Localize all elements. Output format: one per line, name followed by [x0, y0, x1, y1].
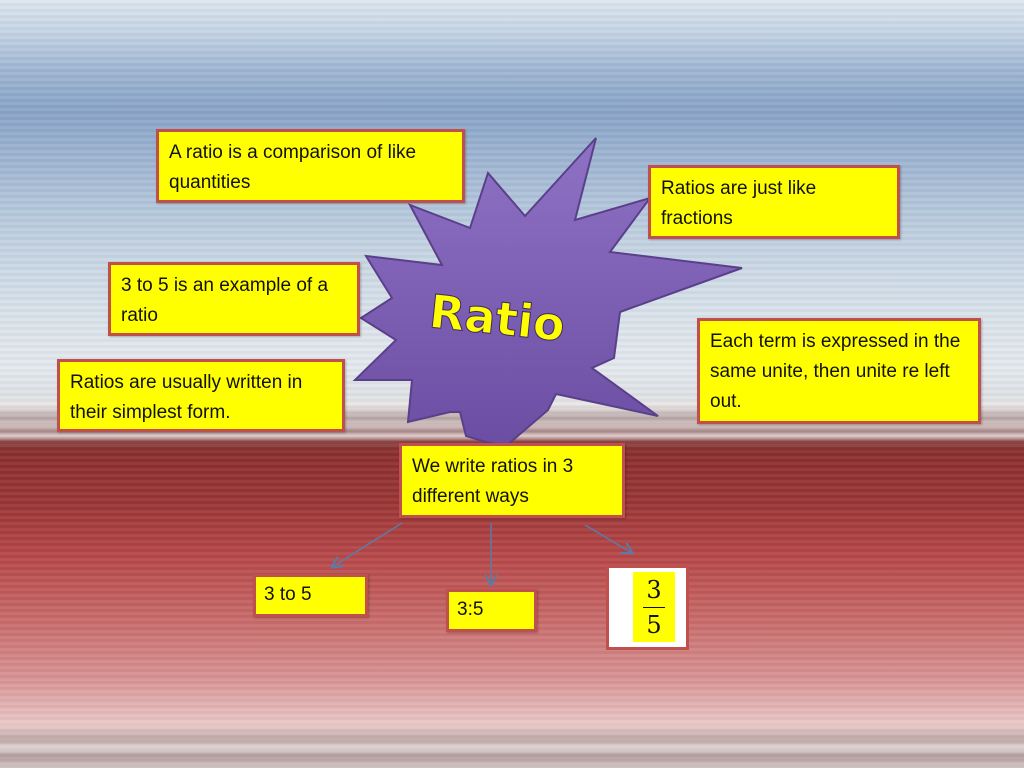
words-form-box: 3 to 5: [253, 574, 368, 617]
fraction-form-box: 3 5: [606, 565, 689, 650]
example-box: 3 to 5 is an example of a ratio: [108, 262, 360, 336]
starburst-shape: [352, 137, 743, 448]
comparison-text: A ratio is a comparison of like quantiti…: [169, 142, 417, 193]
fraction-bar: [643, 606, 665, 608]
simplest-form-box: Ratios are usually written in their simp…: [57, 359, 345, 432]
fractions-text: Ratios are just like fractions: [661, 178, 817, 229]
fraction-denominator: 5: [646, 610, 662, 639]
example-text: 3 to 5 is an example of a ratio: [121, 275, 329, 326]
fraction-numerator: 3: [646, 575, 662, 604]
same-unit-text: Each term is expressed in the same unite…: [710, 331, 961, 412]
same-unit-box: Each term is expressed in the same unite…: [697, 318, 981, 424]
colon-form-text: 3:5: [457, 599, 484, 620]
three-ways-text: We write ratios in 3 different ways: [412, 456, 574, 507]
three-ways-box: We write ratios in 3 different ways: [399, 443, 625, 518]
simplest-form-text: Ratios are usually written in their simp…: [70, 372, 303, 423]
comparison-box: A ratio is a comparison of like quantiti…: [156, 129, 465, 203]
colon-form-box: 3:5: [446, 589, 537, 632]
words-form-text: 3 to 5: [264, 584, 312, 605]
arrow-to-words: [332, 522, 403, 567]
fractions-box: Ratios are just like fractions: [648, 165, 900, 239]
arrow-to-fraction: [584, 524, 632, 553]
fraction: 3 5: [633, 572, 675, 642]
